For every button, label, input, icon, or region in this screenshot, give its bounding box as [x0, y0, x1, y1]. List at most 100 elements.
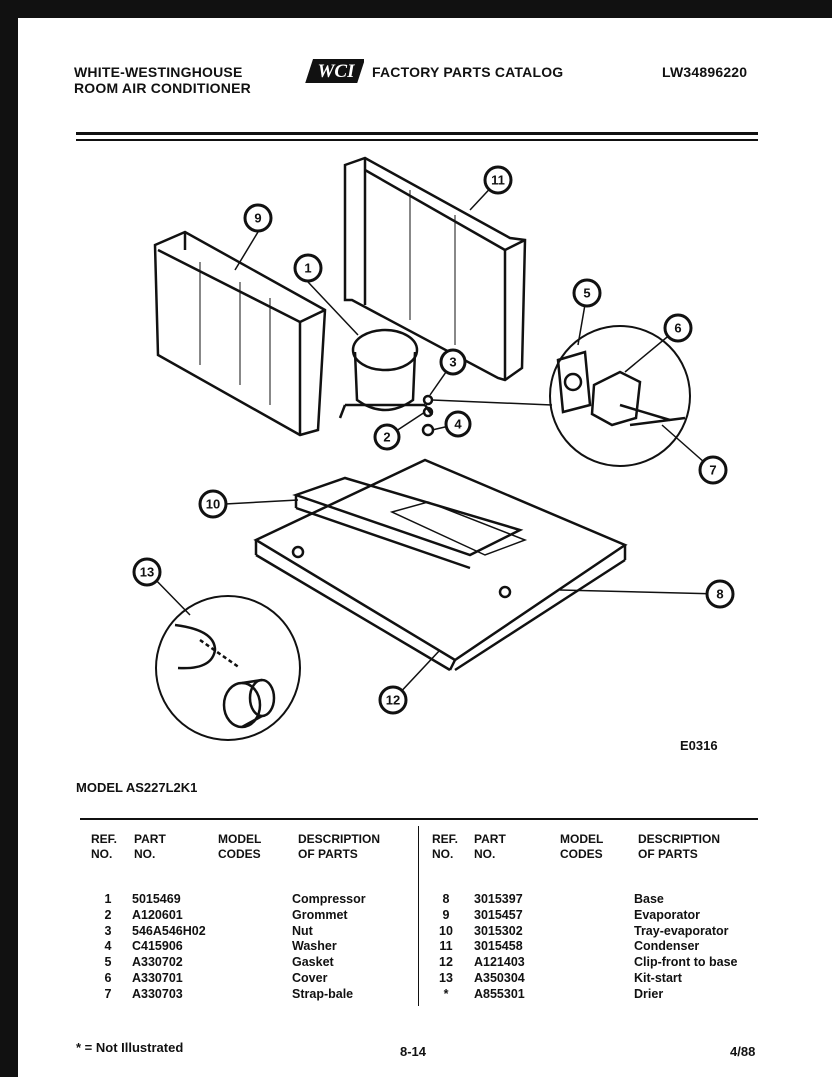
left-part-column: 5015469 A120601 546A546H02 C415906 A3307… — [132, 892, 206, 1003]
table-cell: Cover — [292, 970, 328, 985]
svg-text:2: 2 — [383, 430, 390, 445]
callout-5: 5 — [572, 278, 602, 308]
table-cell: 1 — [104, 892, 112, 906]
table-cell: 12 — [439, 955, 453, 970]
left-desc-column: Compressor Grommet Nut Washer Gasket Cov… — [292, 892, 366, 1003]
left-header-ref: REF.NO. — [91, 832, 118, 861]
logo-text: WCI — [318, 61, 356, 82]
table-cell: Washer — [292, 939, 337, 954]
callout-13: 13 — [132, 557, 162, 587]
table-cell: Nut — [292, 923, 313, 938]
table-cell: Grommet — [292, 907, 348, 922]
table-cell: 10 — [439, 923, 453, 938]
table-cell: 6 — [104, 970, 112, 985]
evaporator-drawing — [153, 230, 327, 437]
callout-3: 3 — [439, 348, 467, 376]
table-cell: C415906 — [132, 939, 183, 954]
svg-text:8: 8 — [716, 587, 723, 602]
table-cell: 5 — [104, 955, 112, 970]
catalog-title: FACTORY PARTS CATALOG — [372, 64, 564, 80]
header-rule-bottom — [76, 139, 758, 141]
svg-text:12: 12 — [386, 693, 400, 708]
callout-10: 10 — [198, 489, 228, 519]
table-cell: A120601 — [132, 907, 183, 922]
svg-text:10: 10 — [206, 497, 220, 512]
table-cell: 7 — [104, 986, 112, 1001]
diagram-code: E0316 — [680, 738, 718, 753]
callout-7: 7 — [698, 455, 728, 485]
callout-8: 8 — [705, 579, 735, 609]
table-cell: Drier — [634, 986, 664, 1001]
table-top-rule — [80, 818, 758, 820]
revision-date: 4/88 — [730, 1044, 756, 1059]
table-cell: * — [443, 986, 449, 1001]
table-cell: 5015469 — [132, 892, 181, 906]
callout-6: 6 — [663, 313, 693, 343]
top-border — [0, 0, 832, 18]
condenser-drawing — [343, 156, 527, 382]
table-cell: 3 — [104, 923, 112, 938]
table-cell: A330703 — [132, 986, 183, 1001]
table-cell: Condenser — [634, 939, 700, 954]
brand-line-2: ROOM AIR CONDITIONER — [74, 80, 251, 96]
table-cell: Strap-bale — [292, 986, 354, 1001]
svg-text:3: 3 — [449, 355, 456, 370]
table-cell: Evaporator — [634, 907, 700, 922]
svg-text:6: 6 — [674, 321, 681, 336]
page-number: 8-14 — [400, 1044, 427, 1059]
table-cell: A121403 — [474, 955, 525, 970]
table-cell: 4 — [104, 939, 112, 954]
table-cell: Tray-evaporator — [634, 923, 729, 938]
table-cell: 2 — [104, 907, 112, 922]
catalog-number: LW34896220 — [662, 64, 748, 80]
table-cell: 3015397 — [474, 892, 523, 906]
wci-logo: WCI — [305, 59, 364, 83]
callout-11: 11 — [483, 165, 513, 195]
compressor-drawing — [338, 328, 434, 419]
table-cell: 8 — [442, 892, 450, 906]
right-ref-column: 8 9 10 11 12 13 * — [434, 892, 458, 1003]
table-cell: A855301 — [474, 986, 525, 1001]
table-cell: 3015458 — [474, 939, 523, 954]
table-cell: Kit-start — [634, 970, 682, 985]
model-label: MODEL AS227L2K1 — [76, 780, 198, 795]
svg-text:9: 9 — [254, 211, 261, 226]
brand-block: WHITE-WESTINGHOUSE ROOM AIR CONDITIONER — [74, 64, 251, 96]
callout-9: 9 — [243, 203, 273, 233]
callout-12: 12 — [378, 685, 408, 715]
svg-text:11: 11 — [491, 173, 505, 188]
right-part-column: 3015397 3015457 3015302 3015458 A121403 … — [474, 892, 525, 1003]
table-cell: 3015302 — [474, 923, 523, 938]
table-cell: 9 — [442, 907, 450, 922]
callout-2: 2 — [373, 423, 401, 451]
header-rule-top — [76, 132, 758, 135]
table-cell: Gasket — [292, 955, 334, 970]
table-cell: 3015457 — [474, 907, 523, 922]
table-cell: Base — [634, 892, 664, 906]
svg-text:1: 1 — [304, 261, 311, 276]
brand-line-1: WHITE-WESTINGHOUSE — [74, 64, 243, 80]
callout-1: 1 — [293, 253, 323, 283]
table-cell: A350304 — [474, 970, 525, 985]
table-cell: 546A546H02 — [132, 923, 206, 938]
svg-text:5: 5 — [583, 286, 590, 301]
base-tray-drawing — [253, 458, 628, 672]
left-border — [0, 0, 18, 1077]
exploded-parts-diagram: 9 1 11 3 2 4 5 6 7 10 8 12 13 — [132, 156, 735, 741]
table-cell: 13 — [439, 970, 453, 985]
table-cell: A330701 — [132, 970, 183, 985]
table-divider — [418, 826, 419, 1006]
left-ref-column: 1 2 3 4 5 6 7 — [98, 892, 118, 1003]
right-header-ref: REF.NO. — [432, 832, 459, 861]
not-illustrated-note: * = Not Illustrated — [76, 1040, 184, 1055]
svg-text:4: 4 — [454, 417, 462, 432]
table-cell: Clip-front to base — [634, 955, 738, 970]
svg-text:7: 7 — [709, 463, 716, 478]
terminal-cover-detail — [431, 325, 691, 467]
